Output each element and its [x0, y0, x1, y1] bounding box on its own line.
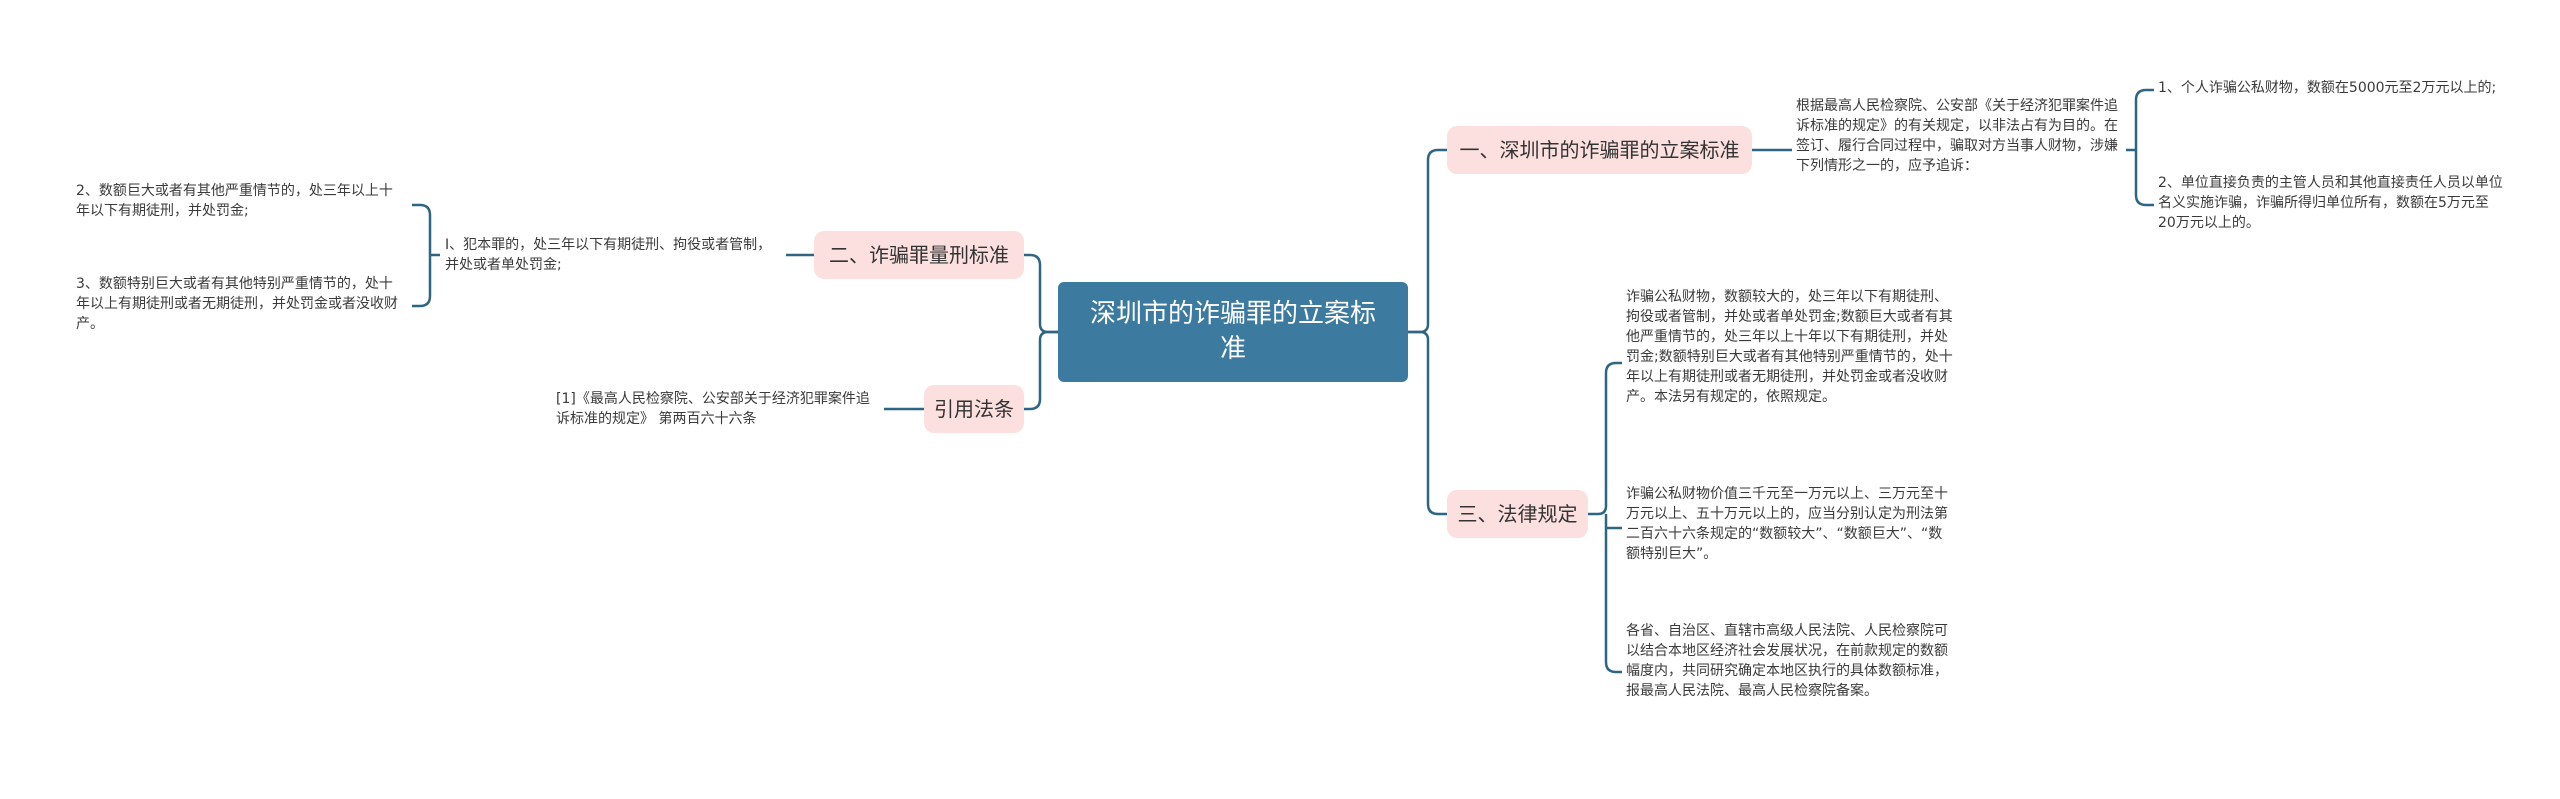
legal-provision-article: 诈骗公私财物，数额较大的，处三年以下有期徒刑、拘役或者管制，并处或者单处罚金;数… — [1626, 287, 1956, 407]
branch-legal-provisions[interactable]: 三、法律规定 — [1447, 490, 1588, 538]
branch-filing-standard-label: 一、深圳市的诈骗罪的立案标准 — [1459, 138, 1740, 162]
sentencing-item-large: 2、数额巨大或者有其他严重情节的，处三年以上十年以下有期徒刑，并处罚金; — [76, 181, 406, 221]
legal-provision-amounts: 诈骗公私财物价值三千元至一万元以上、三万元至十万元以上、五十万元以上的，应当分别… — [1626, 484, 1956, 564]
connector-root-b4 — [1024, 330, 1058, 411]
sentencing-item-huge: 3、数额特别巨大或者有其他特别严重情节的，处十年以上有期徒刑或者无期徒刑，并处罚… — [76, 274, 406, 334]
sentencing-item-huge-text: 3、数额特别巨大或者有其他特别严重情节的，处十年以上有期徒刑或者无期徒刑，并处罚… — [76, 276, 398, 332]
legal-provision-amounts-text: 诈骗公私财物价值三千元至一万元以上、三万元至十万元以上、五十万元以上的，应当分别… — [1626, 486, 1948, 562]
filing-standard-detail-text: 根据最高人民检察院、公安部《关于经济犯罪案件追诉标准的规定》的有关规定，以非法占… — [1796, 98, 2118, 174]
root-label: 深圳市的诈骗罪的立案标准 — [1089, 299, 1376, 364]
filing-item-individual: 1、个人诈骗公私财物，数额在5000元至2万元以上的; — [2158, 78, 2498, 98]
sentencing-item-large-text: 2、数额巨大或者有其他严重情节的，处三年以上十年以下有期徒刑，并处罚金; — [76, 183, 393, 219]
root-node[interactable]: 深圳市的诈骗罪的立案标准 — [1058, 282, 1408, 382]
branch-cited-articles[interactable]: 引用法条 — [924, 385, 1024, 433]
cited-article-reference-text: [1]《最高人民检察院、公安部关于经济犯罪案件追诉标准的规定》 第两百六十六条 — [556, 391, 870, 427]
branch-cited-articles-label: 引用法条 — [934, 397, 1014, 421]
filing-item-unit-text: 2、单位直接负责的主管人员和其他直接责任人员以单位名义实施诈骗，诈骗所得归单位所… — [2158, 175, 2503, 231]
connector-b3-bracket — [1588, 361, 1622, 674]
connector-root-b1 — [1408, 148, 1447, 334]
branch-sentencing-standard-label: 二、诈骗罪量刑标准 — [829, 243, 1009, 267]
legal-provision-article-text: 诈骗公私财物，数额较大的，处三年以下有期徒刑、拘役或者管制，并处或者单处罚金;数… — [1626, 289, 1953, 405]
sentencing-detail-text: Ⅰ、犯本罪的，处三年以下有期徒刑、拘役或者管制，并处或者单处罚金; — [445, 237, 772, 273]
branch-filing-standard[interactable]: 一、深圳市的诈骗罪的立案标准 — [1447, 126, 1752, 174]
sentencing-detail: Ⅰ、犯本罪的，处三年以下有期徒刑、拘役或者管制，并处或者单处罚金; — [445, 235, 781, 275]
filing-item-individual-text: 1、个人诈骗公私财物，数额在5000元至2万元以上的; — [2158, 80, 2497, 96]
branch-sentencing-standard[interactable]: 二、诈骗罪量刑标准 — [814, 231, 1024, 279]
connector-root-b2 — [1024, 253, 1058, 334]
legal-provision-local-text: 各省、自治区、直辖市高级人民法院、人民检察院可以结合本地区经济社会发展状况，在前… — [1626, 623, 1948, 699]
cited-article-reference: [1]《最高人民检察院、公安部关于经济犯罪案件追诉标准的规定》 第两百六十六条 — [556, 389, 882, 429]
legal-provision-local: 各省、自治区、直辖市高级人民法院、人民检察院可以结合本地区经济社会发展状况，在前… — [1626, 621, 1956, 701]
branch-legal-provisions-label: 三、法律规定 — [1457, 502, 1578, 526]
connector-root-b3 — [1408, 330, 1447, 516]
connector-b2-bracket — [412, 203, 440, 308]
filing-item-unit: 2、单位直接负责的主管人员和其他直接责任人员以单位名义实施诈骗，诈骗所得归单位所… — [2158, 173, 2503, 233]
connector-b1-bracket — [2126, 88, 2154, 207]
filing-standard-detail: 根据最高人民检察院、公安部《关于经济犯罪案件追诉标准的规定》的有关规定，以非法占… — [1796, 96, 2122, 176]
